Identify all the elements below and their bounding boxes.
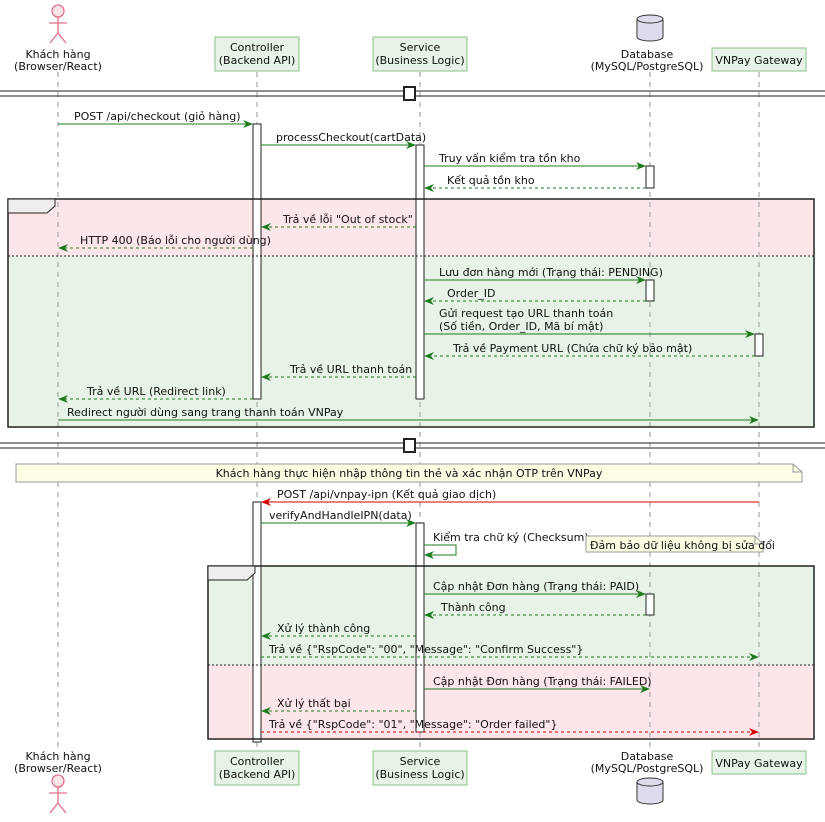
participant-service-box xyxy=(372,36,468,72)
message-m19: Xử lý thành công xyxy=(277,622,370,635)
note-otp-text: Khách hàng thực hiện nhập thông tin thẻ … xyxy=(216,467,603,480)
participant-database-name-bottom: Database xyxy=(621,750,674,763)
participant-database-name: Database xyxy=(621,48,674,61)
participants-bottom: Khách hàng (Browser/React) Controller (B… xyxy=(14,750,807,814)
participant-controller-sub: (Backend API) xyxy=(219,54,296,67)
note-otp: Khách hàng thực hiện nhập thông tin thẻ … xyxy=(15,463,803,483)
message-m18: Thành công xyxy=(440,601,506,614)
message-m21: Cập nhật Đơn hàng (Trạng thái: FAILED) xyxy=(433,675,652,688)
message-m10: Trả về Payment URL (Chứa chữ ký bảo mật) xyxy=(452,342,692,355)
message-m5: Trả về lỗi "Out of stock" xyxy=(282,213,413,226)
actor-customer-top xyxy=(49,4,67,44)
message-m4: Kết quả tồn kho xyxy=(447,174,535,187)
message-m16: Kiểm tra chữ ký (Checksum) xyxy=(433,531,589,544)
message-m22: Xử lý thất bại xyxy=(277,697,351,710)
participant-controller-sub-bottom: (Backend API) xyxy=(219,768,296,781)
activation-database-1 xyxy=(645,165,655,189)
message-m12: Trả về URL (Redirect link) xyxy=(86,385,226,398)
message-m9-line1: Gửi request tạo URL thanh toán xyxy=(439,307,613,320)
message-m2: processCheckout(cartData) xyxy=(276,131,426,144)
note-integrity: Đảm bảo dữ liệu không bị sửa đổi xyxy=(585,535,775,553)
message-m3: Truy vấn kiểm tra tồn kho xyxy=(438,152,581,165)
message-m17: Cập nhật Đơn hàng (Trạng thái: PAID) xyxy=(433,580,639,593)
participant-customer-name: Khách hàng xyxy=(25,48,90,61)
participant-service-sub-bottom: (Business Logic) xyxy=(375,768,464,781)
participant-customer-sub-bottom: (Browser/React) xyxy=(14,762,102,775)
message-m1: POST /api/checkout (giỏ hàng) xyxy=(74,110,241,123)
participant-database-sub: (MySQL/PostgreSQL) xyxy=(591,60,704,73)
activation-bars xyxy=(252,123,764,743)
message-m13: Redirect người dùng sang trang thanh toá… xyxy=(67,406,344,419)
participant-customer-sub: (Browser/React) xyxy=(14,60,102,73)
note-integrity-text: Đảm bảo dữ liệu không bị sửa đổi xyxy=(590,539,775,552)
activation-controller-1 xyxy=(252,123,262,400)
actor-customer-bottom xyxy=(49,774,67,814)
fragment-alt-ipn xyxy=(208,566,814,739)
message-m15: verifyAndHandleIPN(data) xyxy=(269,509,412,522)
participants-top: Khách hàng (Browser/React) Controller (B… xyxy=(14,4,807,73)
divider-2 xyxy=(0,438,825,453)
activation-controller-2 xyxy=(252,501,262,743)
divider-1 xyxy=(0,86,825,101)
participant-vnpay-name-bottom: VNPay Gateway xyxy=(715,757,803,770)
participant-service-name: Service xyxy=(400,41,441,54)
activation-database-3 xyxy=(645,593,655,616)
participant-database-sub-bottom: (MySQL/PostgreSQL) xyxy=(591,762,704,775)
message-m23: Trả về {"RspCode": "01", "Message": "Ord… xyxy=(268,718,557,731)
participant-vnpay-box-bottom xyxy=(711,750,807,775)
participant-service-name-bottom: Service xyxy=(400,755,441,768)
message-m7: Lưu đơn hàng mới (Trạng thái: PENDING) xyxy=(439,266,663,279)
activation-service-2 xyxy=(415,522,425,733)
arrow-m16 xyxy=(424,544,457,559)
message-m9-line2: (Số tiền, Order_ID, Mã bí mật) xyxy=(439,320,603,333)
fragment-failed-zone xyxy=(208,665,814,739)
participant-customer-name-bottom: Khách hàng xyxy=(25,750,90,763)
activation-service-1 xyxy=(415,144,425,400)
messages: POST /api/checkout (giỏ hàng) processChe… xyxy=(58,110,759,736)
participant-service-sub: (Business Logic) xyxy=(375,54,464,67)
fragment-out-of-stock-zone xyxy=(8,199,814,256)
database-icon-bottom xyxy=(636,777,664,805)
fragment-in-stock-zone xyxy=(8,256,814,427)
message-m6: HTTP 400 (Báo lỗi cho người dùng) xyxy=(80,234,271,247)
participant-controller-name: Controller xyxy=(230,41,285,54)
participant-service-box-bottom xyxy=(372,750,468,786)
participant-vnpay-name: VNPay Gateway xyxy=(715,54,803,67)
message-m11: Trả về URL thanh toán xyxy=(289,363,412,376)
message-m14: POST /api/vnpay-ipn (Kết quả giao dịch) xyxy=(277,488,496,501)
message-m8: Order_ID xyxy=(447,287,495,300)
database-icon xyxy=(636,14,664,42)
participant-controller-box-bottom xyxy=(214,750,300,786)
activation-vnpay-1 xyxy=(754,333,764,357)
participant-vnpay-box xyxy=(711,47,807,72)
participant-controller-box xyxy=(214,36,300,72)
message-m20: Trả về {"RspCode": "00", "Message": "Con… xyxy=(268,643,583,656)
activation-database-2 xyxy=(645,279,655,302)
fragment-frames xyxy=(7,198,815,740)
participant-controller-name-bottom: Controller xyxy=(230,755,285,768)
